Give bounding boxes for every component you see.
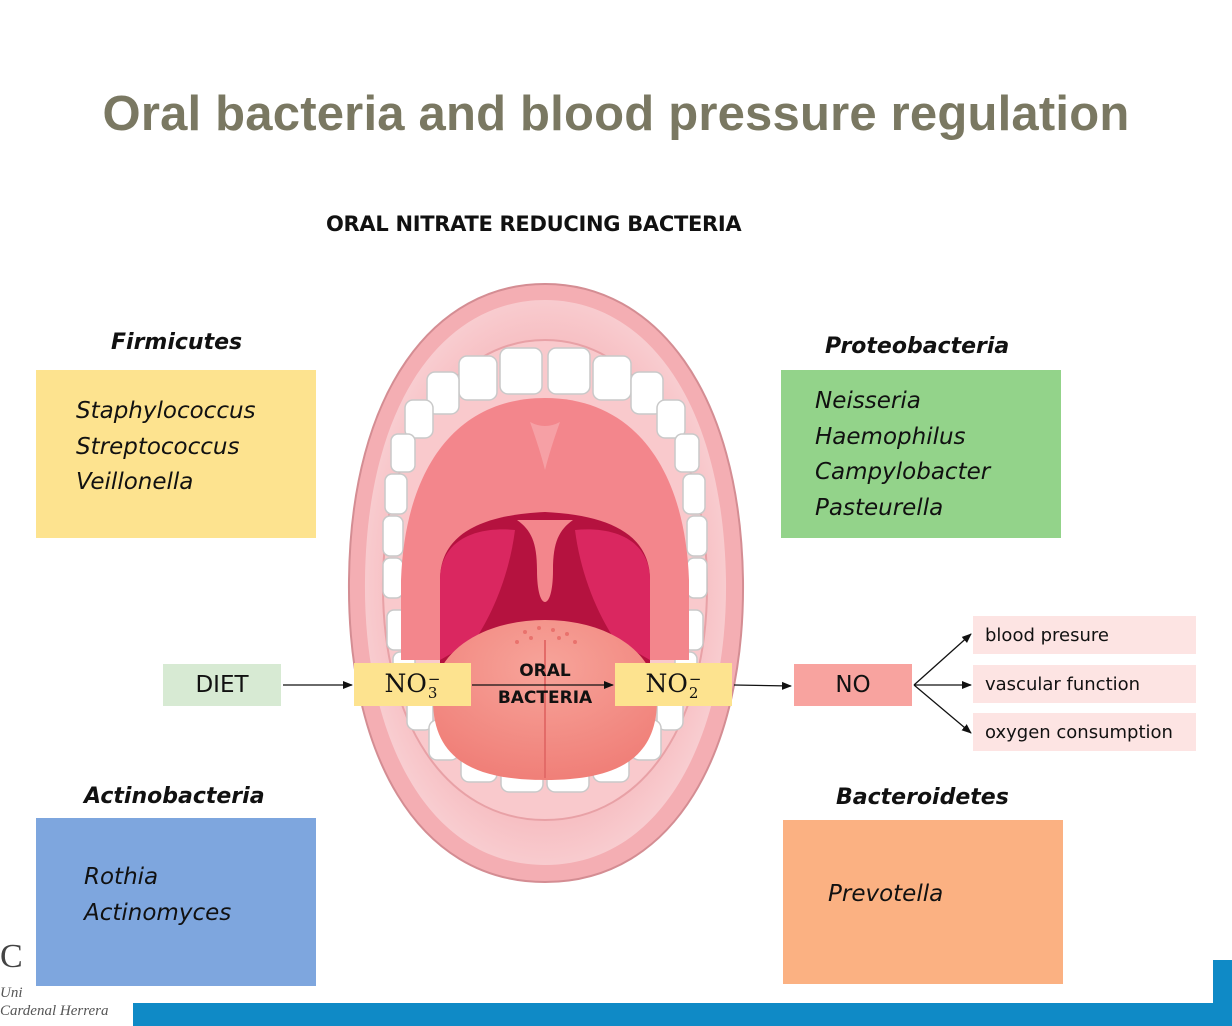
proteobacteria-box: Neisseria Haemophilus Campylobacter Past…	[781, 370, 1061, 538]
genus-veillonella: Veillonella	[76, 469, 194, 495]
phylum-label-bacteroidetes: Bacteroidetes	[836, 785, 1009, 810]
genus-staphylococcus: Staphylococcus	[76, 398, 256, 424]
open-mouth-illustration	[347, 282, 745, 884]
university-logo-line2: Cardenal Herrera	[0, 1003, 109, 1019]
genus-neisseria: Neisseria	[815, 388, 921, 414]
arrow-nitrite-to-no	[733, 681, 792, 690]
genus-pasteurella: Pasteurella	[815, 494, 944, 521]
effect-vascular-function: vascular function	[973, 665, 1196, 703]
diet-label: DIET	[195, 672, 249, 698]
actinobacteria-box: Rothia Actinomyces	[36, 818, 316, 986]
university-logo-mark: C	[0, 938, 23, 975]
nitrite-formula: NO−2	[645, 669, 702, 702]
arrow-no-to-oxygen	[913, 684, 972, 734]
oral-bacteria-label: ORAL BACTERIA	[497, 661, 593, 708]
diagram-subtitle: ORAL NITRATE REDUCING BACTERIA	[326, 212, 742, 236]
firmicutes-box: Staphylococcus Streptococcus Veillonella	[36, 370, 316, 538]
nitric-oxide-box: NO	[794, 664, 912, 706]
genus-actinomyces: Actinomyces	[84, 899, 232, 926]
nitrite-box: NO−2	[615, 663, 732, 706]
bacteroidetes-box: Prevotella	[783, 820, 1063, 984]
page-title: Oral bacteria and blood pressure regulat…	[102, 87, 1130, 141]
upper-teeth	[382, 347, 708, 599]
effect-blood-pressure: blood presure	[973, 616, 1196, 654]
arrow-no-to-blood-pressure	[913, 633, 972, 686]
genus-campylobacter: Campylobacter	[815, 459, 991, 485]
phylum-label-actinobacteria: Actinobacteria	[84, 784, 265, 809]
footer-accent-bar	[133, 1003, 1232, 1026]
nitrate-box: NO−3	[354, 663, 471, 706]
footer-accent-corner	[1213, 960, 1232, 1005]
nitrate-formula: NO−3	[384, 669, 441, 702]
genus-rothia: Rothia	[84, 864, 159, 890]
genus-streptococcus: Streptococcus	[76, 433, 240, 460]
effect-oxygen-consumption: oxygen consumption	[973, 713, 1196, 751]
phylum-label-proteobacteria: Proteobacteria	[825, 334, 1010, 359]
phylum-label-firmicutes: Firmicutes	[111, 330, 243, 355]
genus-haemophilus: Haemophilus	[815, 423, 966, 450]
diet-box: DIET	[163, 664, 281, 706]
genus-prevotella: Prevotella	[828, 881, 944, 907]
university-logo-line1: Uni	[0, 985, 23, 1001]
nitric-oxide-label: NO	[835, 672, 871, 698]
